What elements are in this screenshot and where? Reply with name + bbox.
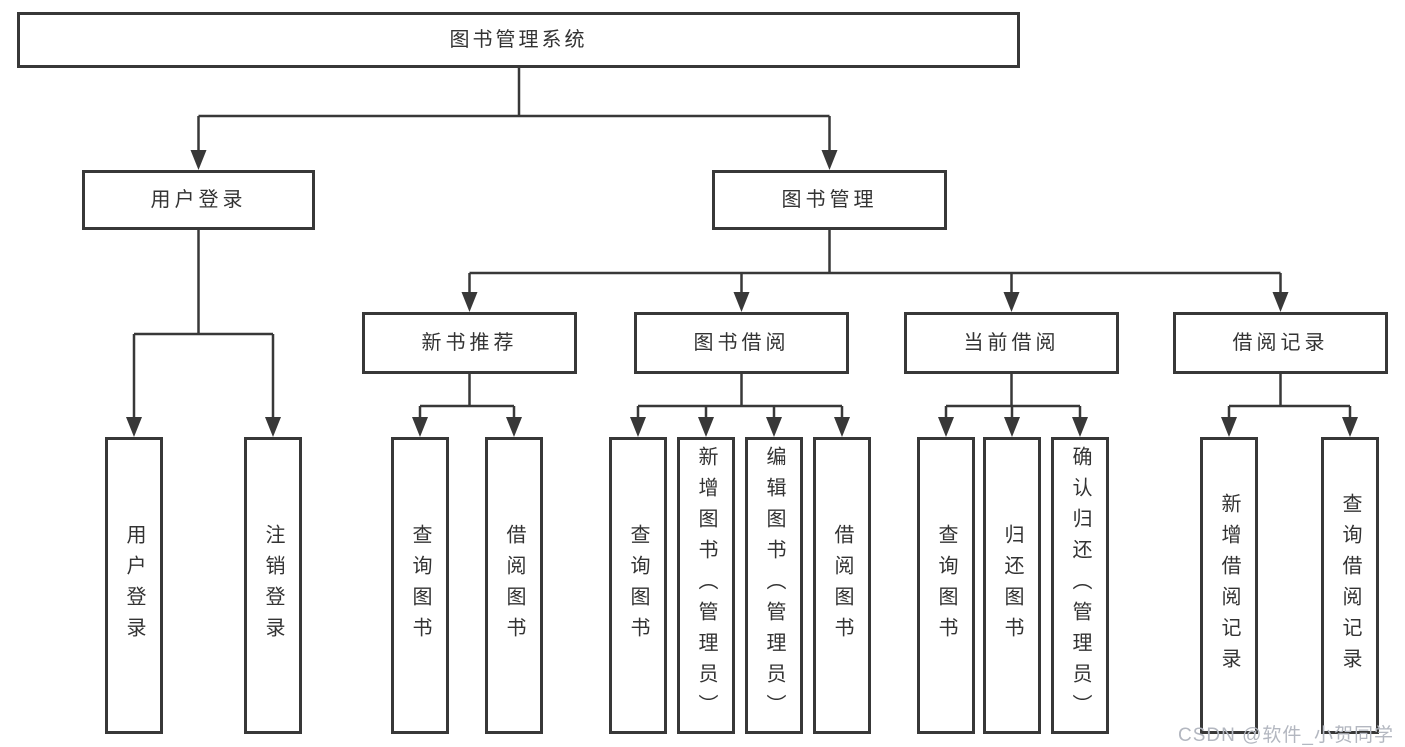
- leaf-records-query-record: 查询借阅记录: [1321, 437, 1379, 734]
- arrowhead-leaf-newbook-borrow: [506, 417, 522, 437]
- leaf-current-query-books: 查询图书: [917, 437, 975, 734]
- node-user-login: 用户登录: [82, 170, 315, 230]
- arrowhead-current-borrow: [1003, 292, 1020, 312]
- arrowhead-leaf-current-return: [1004, 417, 1020, 437]
- node-book-borrow: 图书借阅: [634, 312, 849, 374]
- arrowhead-leaf-borrow-borrow: [834, 417, 850, 437]
- leaf-borrow-query-books: 查询图书: [609, 437, 667, 734]
- arrowhead-book-borrow: [733, 292, 750, 312]
- leaf-borrow-add-books: 新增图书（管理员）: [677, 437, 735, 734]
- leaf-current-return-books: 归还图书: [983, 437, 1041, 734]
- arrowhead-user-login: [190, 150, 207, 170]
- leaf-user-login: 用户登录: [105, 437, 163, 734]
- leaf-current-confirm-return: 确认归还（管理员）: [1051, 437, 1109, 734]
- arrowhead-leaf-records-add: [1221, 417, 1237, 437]
- arrowhead-new-book-recommend: [461, 292, 478, 312]
- node-borrow-records: 借阅记录: [1173, 312, 1388, 374]
- arrowhead-leaf-borrow-query: [630, 417, 646, 437]
- arrowhead-leaf-borrow-edit: [766, 417, 782, 437]
- node-book-management: 图书管理: [712, 170, 947, 230]
- leaf-logout: 注销登录: [244, 437, 302, 734]
- node-new-book-recommend: 新书推荐: [362, 312, 577, 374]
- arrowhead-leaf-borrow-add: [698, 417, 714, 437]
- watermark: CSDN @软件_小贺同学: [1178, 725, 1394, 746]
- arrowhead-borrow-records: [1272, 292, 1289, 312]
- connector-lines: [132, 68, 1352, 419]
- arrowhead-leaf-newbook-query: [412, 417, 428, 437]
- arrowhead-leaf-user-login: [126, 417, 142, 437]
- node-root: 图书管理系统: [17, 12, 1020, 68]
- node-current-borrow: 当前借阅: [904, 312, 1119, 374]
- leaf-records-add-record: 新增借阅记录: [1200, 437, 1258, 734]
- arrowhead-leaf-current-confirm: [1072, 417, 1088, 437]
- arrowhead-book-management: [821, 150, 838, 170]
- arrowhead-leaf-records-query: [1342, 417, 1358, 437]
- leaf-borrow-borrow-books: 借阅图书: [813, 437, 871, 734]
- arrowhead-leaf-logout: [265, 417, 281, 437]
- leaf-borrow-edit-books: 编辑图书（管理员）: [745, 437, 803, 734]
- leaf-newbook-borrow-books: 借阅图书: [485, 437, 543, 734]
- arrowhead-leaf-current-query: [938, 417, 954, 437]
- leaf-newbook-query-books: 查询图书: [391, 437, 449, 734]
